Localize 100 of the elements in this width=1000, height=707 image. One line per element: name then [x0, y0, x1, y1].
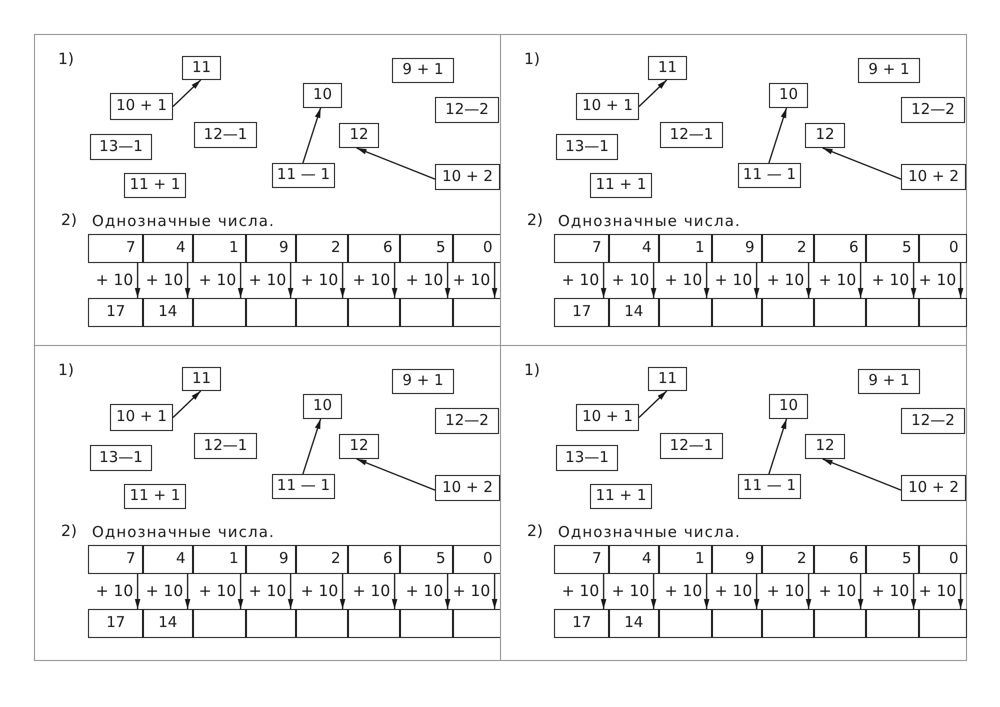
answer-box	[295, 609, 349, 638]
expression-box: 10 + 2	[435, 475, 500, 501]
arrow	[910, 263, 916, 298]
arrow	[492, 263, 498, 298]
expression-box: 12	[805, 123, 845, 148]
expression-box: 11 + 1	[124, 484, 186, 509]
expression-box: 10	[769, 394, 808, 419]
table-cell: 17	[554, 298, 610, 327]
arrow	[754, 263, 760, 298]
task-number: 1)	[524, 361, 540, 380]
expression-box: 12—1	[194, 433, 257, 459]
expression-box: 9 + 1	[392, 58, 454, 83]
task-number: 2)	[527, 211, 543, 230]
expression-box: 11 — 1	[272, 163, 335, 188]
arrow	[910, 574, 916, 609]
arrow	[302, 418, 322, 474]
expression-box: 13—1	[556, 134, 618, 160]
arrow	[184, 263, 190, 298]
arrow	[444, 574, 450, 609]
expression-box: 12	[805, 434, 845, 459]
arrow	[822, 147, 902, 180]
table-cell: 2	[295, 545, 349, 574]
answer-box	[865, 609, 920, 638]
arrow	[704, 263, 710, 298]
arrow	[822, 458, 902, 491]
expression-box: 11	[182, 367, 221, 391]
table-cell: 9	[711, 545, 763, 574]
arrow	[704, 574, 710, 609]
arrow	[650, 574, 656, 609]
arrow	[650, 263, 656, 298]
expression-box: 9 + 1	[858, 369, 920, 394]
arrow	[392, 263, 398, 298]
answer-box	[918, 609, 967, 638]
table-cell: 17	[88, 298, 144, 327]
table-cell: 9	[711, 234, 763, 263]
expression-box: 12—2	[435, 97, 499, 123]
arrow	[600, 263, 606, 298]
answer-box	[245, 609, 297, 638]
task-heading: Однозначные числа.	[92, 212, 275, 230]
arrow	[392, 574, 398, 609]
arrow	[184, 574, 190, 609]
expression-box: 11 + 1	[590, 173, 652, 198]
task-heading: Однозначные числа.	[558, 523, 741, 541]
task-number: 2)	[61, 522, 77, 541]
answer-box	[399, 609, 454, 638]
table-cell: 6	[347, 234, 401, 263]
expression-box: 12—1	[194, 122, 257, 148]
expression-box: 10 + 1	[110, 93, 173, 120]
answer-box	[295, 298, 349, 327]
table-cell: 7	[88, 545, 144, 574]
expression-box: 10 + 2	[435, 164, 500, 190]
table-cell: 0	[452, 545, 501, 574]
table-cell: 4	[608, 234, 660, 263]
arrow	[288, 263, 294, 298]
arrow	[340, 574, 346, 609]
table-cell: 9	[245, 234, 297, 263]
expression-box: 11 + 1	[124, 173, 186, 198]
table-cell: 7	[88, 234, 144, 263]
answer-box	[813, 609, 867, 638]
task-number: 1)	[58, 361, 74, 380]
answer-box	[192, 609, 247, 638]
expression-box: 11	[182, 56, 221, 80]
table-cell: 14	[608, 298, 660, 327]
table-cell: 6	[813, 234, 867, 263]
arrow	[806, 574, 812, 609]
expression-box: 10	[303, 394, 342, 419]
expression-box: 10	[769, 83, 808, 108]
arrow	[958, 263, 964, 298]
expression-box: 10 + 1	[576, 93, 639, 120]
arrow	[638, 390, 668, 418]
expression-box: 9 + 1	[858, 58, 920, 83]
table-cell: 1	[658, 234, 713, 263]
arrow	[858, 574, 864, 609]
table-cell: 0	[918, 545, 967, 574]
table-cell: 4	[608, 545, 660, 574]
worksheet-panel	[34, 345, 501, 661]
table-cell: 2	[761, 234, 815, 263]
arrow	[768, 108, 788, 164]
arrow	[858, 263, 864, 298]
expression-box: 10 + 2	[901, 475, 966, 501]
task-heading: Однозначные числа.	[92, 523, 275, 541]
expression-box: 10 + 1	[576, 404, 639, 431]
table-cell: 7	[554, 234, 610, 263]
table-cell: 1	[192, 545, 247, 574]
arrow	[288, 574, 294, 609]
answer-box	[452, 298, 501, 327]
answer-box	[761, 609, 815, 638]
table-cell: 6	[813, 545, 867, 574]
arrow	[134, 263, 140, 298]
answer-box	[711, 298, 763, 327]
arrow	[302, 108, 322, 164]
arrow	[768, 418, 788, 474]
table-cell: 5	[865, 545, 920, 574]
table-cell: 5	[399, 234, 454, 263]
table-cell: 5	[399, 545, 454, 574]
expression-box: 11 — 1	[272, 474, 335, 499]
table-cell: 6	[347, 545, 401, 574]
task-number: 1)	[58, 50, 74, 69]
expression-box: 10 + 2	[901, 164, 966, 190]
answer-box	[658, 609, 713, 638]
